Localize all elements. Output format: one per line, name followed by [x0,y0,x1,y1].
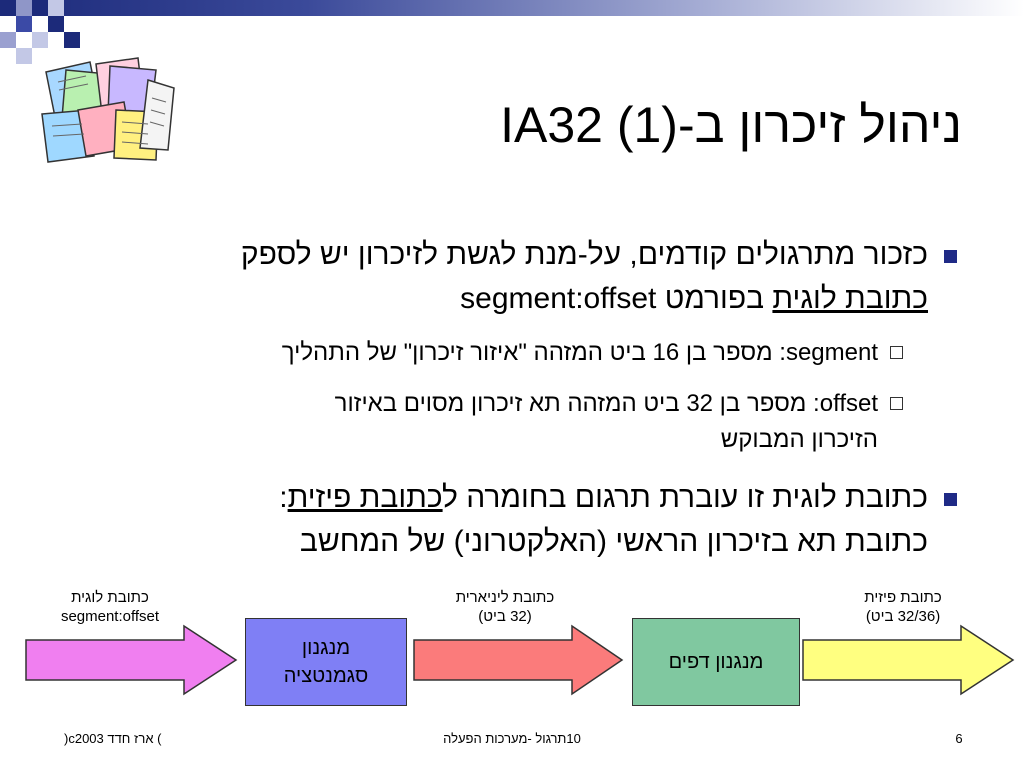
page-title: ניהול זיכרון ב-IA32 (1) [500,97,962,153]
physical-address-arrow [802,624,1015,696]
sub-bullet-marker [890,346,903,359]
bullet-1-line-2: כתובת לוגית בפורמט segment:offset [48,277,928,321]
footer-copyright: ) ארז חדד c2003( [64,731,162,746]
header-gradient-strip [0,0,1024,16]
linear-address-label: כתובת ליניארית (32 ביט) [455,589,555,625]
sub-bullet-marker [890,397,903,410]
linear-address-arrow [413,624,624,696]
papers-clipart-icon [41,57,175,163]
sub-bullet-offset-line-2: הזיכרון המבוקש [720,426,878,453]
physical-address-term: כתובת פיזית [287,481,443,514]
bullet-1-line-1: כזכור מתרגולים קודמים, על-מנת לגשת לזיכר… [240,238,928,271]
bullet-2-line-1: כתובת לוגית זו עוברת תרגום בחומרה לכתובת… [279,481,928,514]
paging-unit-box: מנגנון דפים [632,618,800,706]
sub-bullet-segment: segment: מספר בן 16 ביט המזהה "איזור זיכ… [281,339,878,366]
bullet-1-line-2-rest: בפורמט segment:offset [460,282,773,315]
logical-address-arrow [25,624,238,696]
bullet-2-line-2: כתובת תא בזיכרון הראשי (האלקטרוני) של המ… [299,525,928,558]
bullet-marker [944,250,957,263]
logical-address-term: כתובת לוגית [772,282,928,315]
footer-course: 10תרגול -מערכות הפעלה [443,731,581,746]
logical-address-label: כתובת לוגית segment:offset [60,589,160,625]
page-number: 6 [955,731,963,746]
bullet-marker [944,493,957,506]
segmentation-unit-box: מנגנון סגמנטציה [245,618,407,706]
physical-address-label: כתובת פיזית (32/36 ביט) [864,589,942,625]
sub-bullet-offset-line-1: offset: מספר בן 32 ביט המזהה תא זיכרון מ… [334,390,878,417]
